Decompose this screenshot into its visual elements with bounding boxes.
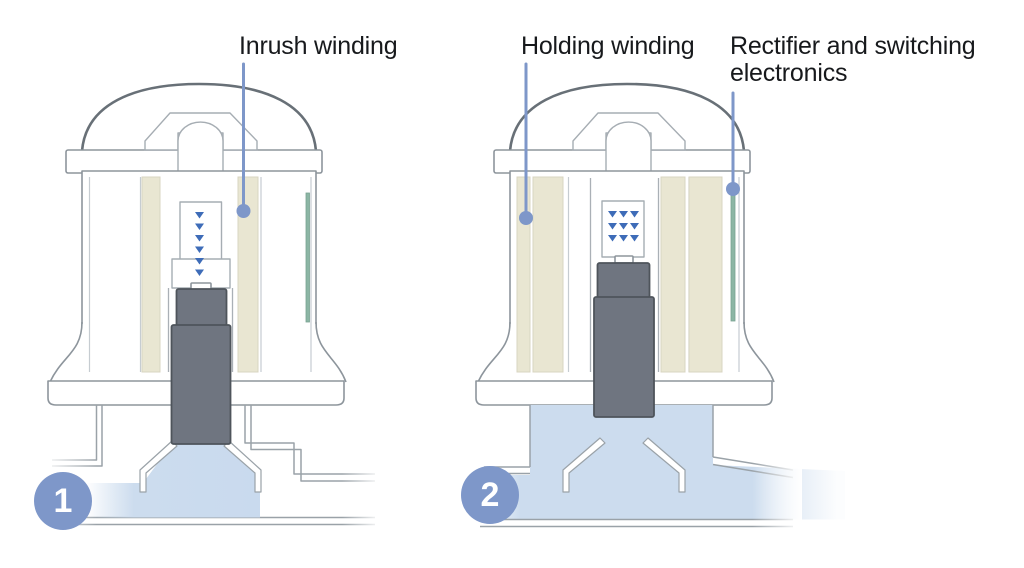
device-2-valve-open — [475, 82, 845, 535]
cap-arch — [605, 121, 652, 150]
winding-slot-lines — [88, 177, 312, 372]
armature-tube — [589, 178, 660, 372]
seat-baffle-left — [139, 440, 178, 493]
outlet-pipe-lines — [244, 405, 375, 482]
holding-winding-bar-left — [532, 176, 564, 373]
fluid-closed — [85, 444, 260, 518]
device-1-valve-closed — [42, 82, 382, 530]
plunger-upper — [175, 288, 228, 327]
inrush-winding-bar-right — [237, 176, 259, 373]
label-rectifier-electronics: Rectifier and switching electronics — [730, 33, 976, 87]
label-holding-winding: Holding winding — [521, 33, 695, 60]
label-rectifier-line1: Rectifier and switching — [730, 32, 976, 60]
holding-winding-bar-right — [660, 176, 686, 373]
plunger-closed — [170, 282, 232, 445]
flux-arrow-box — [601, 200, 645, 258]
callout-dot-rectifier — [726, 182, 740, 196]
inlet-pipe-lines — [484, 405, 531, 475]
holding-winding-bar-outer-right — [688, 176, 723, 373]
label-rectifier-line2: electronics — [730, 59, 848, 87]
device-1-shell — [47, 82, 347, 406]
plunger-upper — [596, 262, 651, 299]
label-holding-winding-text: Holding winding — [521, 32, 695, 60]
inrush-windings — [141, 176, 259, 373]
floor-pipe-lines — [480, 518, 793, 528]
rectifier-strip — [305, 192, 310, 323]
seat-baffle-left — [562, 437, 606, 493]
cap-arch — [177, 121, 224, 150]
plunger-top-tab — [614, 255, 634, 264]
tube-upper — [179, 201, 223, 261]
seat-baffle-right — [223, 440, 262, 493]
callout-dot-inrush — [236, 204, 251, 218]
seat-baffle-right — [642, 437, 686, 493]
rectifier-strip — [730, 190, 736, 322]
tube-channel-lines — [589, 178, 660, 372]
callout-lines — [242, 62, 735, 213]
bell-skirt-outline — [477, 321, 775, 383]
holding-winding-bar-outer-left — [516, 176, 531, 373]
label-inrush-winding-text: Inrush winding — [239, 32, 398, 60]
callout-dots — [236, 182, 740, 225]
flow-arrows-grid — [608, 211, 639, 242]
pipe-right-fade — [342, 466, 382, 530]
holding-windings — [516, 176, 723, 373]
floor-pipe-lines — [50, 516, 375, 526]
label-inrush-winding: Inrush winding — [239, 32, 398, 60]
bell-skirt-outline — [49, 321, 347, 383]
inrush-winding-bar-left — [141, 176, 161, 373]
step-badge-1: 1 — [34, 472, 92, 530]
plunger-lower — [593, 296, 655, 418]
step-badge-2: 2 — [461, 466, 519, 524]
tube-channel-lines — [167, 288, 234, 372]
fluid-right-fade — [752, 455, 802, 535]
plunger-lower — [170, 324, 232, 445]
plunger-open — [593, 255, 655, 418]
callout-dot-holding — [519, 211, 533, 225]
